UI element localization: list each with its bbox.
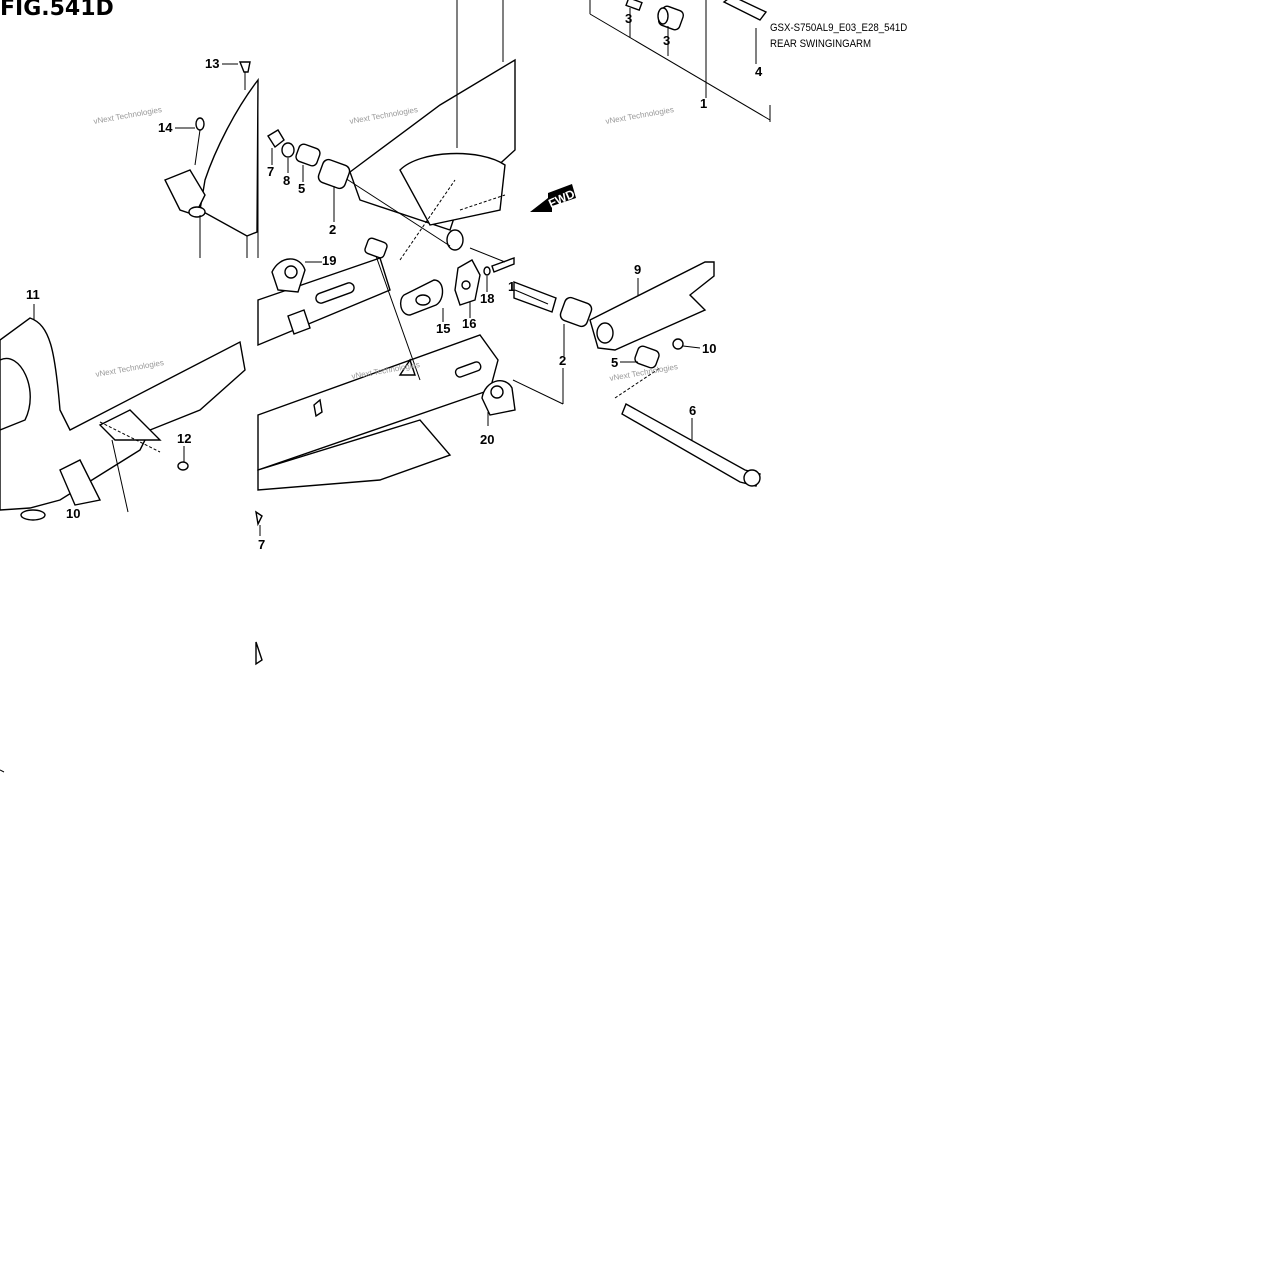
callout-6: 6 [689,403,696,418]
callout-11: 11 [26,287,40,302]
swingarm-lower [257,237,499,491]
callout-9: 9 [634,262,641,277]
callout-20: 20 [480,432,494,447]
pivot-collars [267,129,351,222]
callout-4: 4 [755,64,763,79]
callout-12: 12 [177,431,191,446]
watermark: vNext Technologies [93,105,163,126]
chain-adjuster-parts [399,247,557,322]
watermark: vNext Technologies [95,358,165,379]
top-bearing-panel [589,0,771,122]
callout-10: 10 [702,341,716,356]
bearing-part [625,0,643,12]
model-code: GSX-S750AL9_E03_E28_541D [770,22,908,34]
callout-10: 10 [66,506,80,521]
callout-3: 3 [625,11,632,26]
callout-19: 19 [322,253,336,268]
bearing-part [657,7,669,25]
callout-13: 13 [205,56,219,71]
callout-18: 18 [480,291,494,306]
right-pivot-parts [481,261,761,487]
callout-1: 1 [700,96,707,111]
callout-16: 16 [462,316,476,331]
pivot-bolt-part [722,0,768,21]
forward-arrow: FWD [530,184,577,212]
callout-7: 7 [267,164,274,179]
callout-14: 14 [158,120,173,135]
swingarm-upper [344,0,516,261]
callout-7: 7 [258,537,265,552]
diagram-caption: REAR SWINGINGARM [770,38,872,50]
callout-labels: 1 1 2 2 3 3 4 5 5 6 7 7 8 9 10 10 11 12 … [26,11,763,552]
callout-5: 5 [611,355,618,370]
callout-3: 3 [663,33,670,48]
fwd-label: FWD [546,187,577,211]
callout-1: 1 [508,279,515,294]
watermark: vNext Technologies [605,105,675,126]
callout-5: 5 [298,181,305,196]
bottom-fragments [0,510,263,773]
figure-title: FIG.541D [0,0,114,21]
chain-guard-lower [0,304,246,521]
callout-2: 2 [559,353,566,368]
callout-2: 2 [329,222,336,237]
chain-guard-upper [164,61,259,258]
callout-15: 15 [436,321,450,336]
watermark: vNext Technologies [349,105,419,126]
callout-8: 8 [283,173,290,188]
